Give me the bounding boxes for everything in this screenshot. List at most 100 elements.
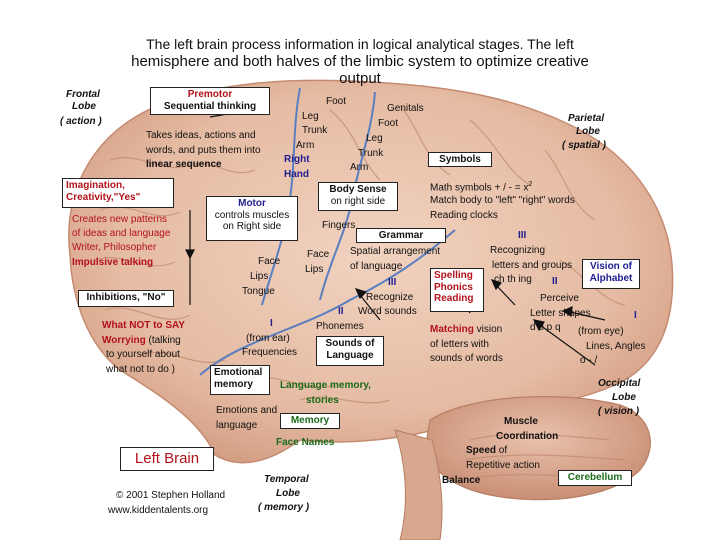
imagination-box: Imagination, Creativity,"Yes" bbox=[62, 178, 174, 208]
sounds-of-language-box: Sounds of Language bbox=[316, 336, 384, 366]
emotional-memory-box: Emotional memory bbox=[210, 365, 270, 395]
frontal-lobe-label-3: ( action ) bbox=[60, 116, 102, 127]
spelling-line-1: Spelling bbox=[434, 270, 473, 281]
what-not-line-3: to yourself about bbox=[106, 349, 180, 360]
language-memory-line-2: stories bbox=[306, 395, 339, 406]
premotor-title: Premotor bbox=[187, 89, 233, 100]
occipital-lobe-label: Occipital bbox=[598, 378, 641, 389]
memory-box: Memory bbox=[280, 413, 340, 429]
motor-tongue: Tongue bbox=[242, 286, 275, 297]
recognizing-numeral-2: II bbox=[552, 276, 558, 287]
sensory-foot-top: Foot bbox=[326, 96, 347, 107]
matching-rest: vision bbox=[473, 324, 503, 335]
perceive-line-1: Perceive bbox=[540, 293, 579, 304]
muscle-line-1: Muscle bbox=[504, 416, 538, 427]
premotor-subtitle: Sequential thinking bbox=[163, 100, 257, 112]
creates-line-3: Writer, Philosopher bbox=[72, 242, 157, 253]
matching-bold: Matching bbox=[430, 324, 474, 335]
occipital-lobe-label-2: Lobe bbox=[612, 392, 636, 403]
sounds-of-language-line-1: Sounds of bbox=[325, 338, 375, 349]
recognize-words-line-1: Recognize bbox=[366, 292, 414, 303]
sensory-lips: Lips bbox=[305, 264, 324, 275]
recognizing-numeral: III bbox=[518, 230, 527, 241]
copyright-line-1: © 2001 Stephen Holland bbox=[116, 490, 226, 501]
what-not-line-4: what not to do ) bbox=[106, 364, 175, 375]
motor-trunk: Trunk bbox=[302, 125, 328, 136]
speed-line-1: Speed of bbox=[466, 445, 507, 457]
symbols-box: Symbols bbox=[428, 152, 492, 167]
sensory-trunk: Trunk bbox=[358, 148, 384, 159]
sensory-arm: Arm bbox=[350, 162, 369, 173]
inhibitions-box: Inhibitions, "No" bbox=[78, 290, 174, 307]
matching-line-3: sounds of words bbox=[430, 353, 503, 364]
vision-alphabet-box: Vision of Alphabet bbox=[582, 259, 640, 289]
motor-lips: Lips bbox=[250, 271, 269, 282]
left-brain-box: Left Brain bbox=[120, 447, 214, 471]
math-symbols-superscript: 2 bbox=[528, 181, 533, 188]
perceive-numeral: I bbox=[634, 310, 637, 321]
title-line-3: output bbox=[339, 70, 381, 87]
grammar-box: Grammar bbox=[356, 228, 446, 243]
math-symbols-text: Math symbols + / - = x bbox=[430, 182, 529, 194]
title-line-1: The left brain process information in lo… bbox=[146, 36, 574, 52]
parietal-lobe-label: Parietal bbox=[568, 113, 605, 124]
sensory-fingers: Fingers bbox=[322, 220, 356, 231]
symbols-line-3: Reading clocks bbox=[430, 210, 498, 221]
takes-ideas-line-3: linear sequence bbox=[146, 159, 222, 170]
emotional-line-4: language bbox=[216, 420, 258, 431]
phonemes-numeral: II bbox=[338, 306, 344, 317]
what-not-line-1: What NOT to SAY bbox=[102, 320, 185, 331]
symbols-line-2: Match body to "left" "right" words bbox=[430, 195, 575, 206]
speed-bold: Speed bbox=[466, 445, 497, 456]
temporal-lobe-label-2: Lobe bbox=[276, 488, 300, 499]
talking-label: (talking bbox=[145, 335, 181, 346]
title-line-2: hemisphere and both halves of the limbic… bbox=[131, 53, 589, 70]
occipital-lobe-label-3: ( vision ) bbox=[598, 406, 640, 417]
spatial-line-1: Spatial arrangement bbox=[350, 246, 441, 257]
from-eye-line-3: o - / bbox=[580, 355, 598, 366]
brain-stem-shape bbox=[394, 429, 443, 540]
from-eye-line-1: (from eye) bbox=[578, 326, 624, 337]
creates-line-1: Creates new patterns bbox=[72, 214, 168, 225]
recognizing-line-1: Recognizing bbox=[490, 245, 546, 256]
creates-line-4: Impulsive talking bbox=[72, 257, 154, 268]
spatial-line-2: of language bbox=[350, 261, 403, 272]
sensory-foot: Foot bbox=[378, 118, 399, 129]
matching-line-2: of letters with bbox=[430, 339, 489, 350]
motor-box: Motor controls muscles on Right side bbox=[206, 196, 298, 241]
emotional-line-1: Emotional bbox=[214, 367, 263, 378]
muscle-line-2: Coordination bbox=[496, 431, 559, 442]
motor-right: Right bbox=[284, 154, 310, 165]
copyright-line-2: www.kiddentalents.org bbox=[108, 505, 209, 516]
spelling-line-3: Reading bbox=[434, 293, 474, 304]
from-ear-line-1: (from ear) bbox=[246, 333, 290, 344]
from-ear-line-2: Frequencies bbox=[242, 347, 298, 358]
frontal-lobe-label-2: Lobe bbox=[72, 101, 96, 112]
emotional-line-2: memory bbox=[214, 378, 253, 390]
face-names-label: Face Names bbox=[276, 437, 335, 448]
speed-line-2: Repetitive action bbox=[466, 460, 540, 471]
body-sense-box: Body Sense on right side bbox=[318, 182, 398, 211]
premotor-box: Premotor Sequential thinking bbox=[150, 87, 270, 115]
speed-rest: of bbox=[496, 445, 508, 456]
what-not-line-2: Worrying (talking bbox=[102, 335, 181, 347]
motor-line-2: controls muscles bbox=[214, 209, 290, 221]
sensory-face: Face bbox=[307, 249, 330, 260]
spelling-box: Spelling Phonics Reading bbox=[430, 268, 484, 312]
recognize-words-numeral: III bbox=[388, 277, 397, 288]
cerebellum-box: Cerebellum bbox=[558, 470, 632, 486]
parietal-lobe-label-2: Lobe bbox=[576, 126, 600, 137]
recognize-words-line-2: Word sounds bbox=[358, 306, 417, 317]
sounds-of-language-line-2: Language bbox=[326, 349, 374, 361]
motor-arm: Arm bbox=[296, 140, 315, 151]
body-sense-line-2: on right side bbox=[330, 195, 386, 207]
motor-face: Face bbox=[258, 256, 281, 267]
motor-title: Motor bbox=[238, 198, 266, 209]
vision-alphabet-line-1: Vision of bbox=[589, 261, 633, 272]
takes-ideas-line-1: Takes ideas, actions and bbox=[146, 130, 256, 141]
imagination-line-1: Imagination, bbox=[66, 180, 125, 191]
matching-line-1: Matching vision bbox=[430, 324, 502, 336]
body-sense-title: Body Sense bbox=[329, 184, 387, 195]
vision-alphabet-line-2: Alphabet bbox=[589, 272, 633, 284]
perceive-line-3: d b p q bbox=[530, 322, 561, 333]
